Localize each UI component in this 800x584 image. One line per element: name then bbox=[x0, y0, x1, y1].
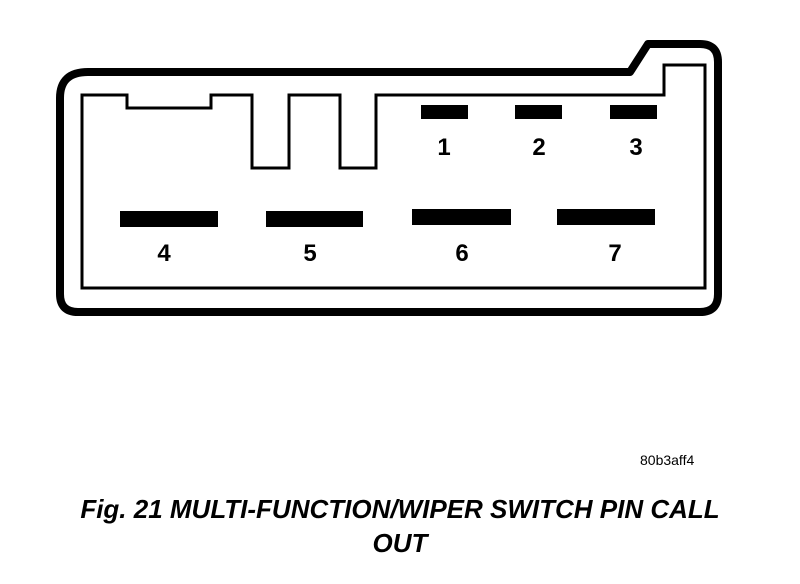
connector-diagram: 1 2 3 4 5 6 7 bbox=[56, 40, 722, 316]
pin-4-label: 4 bbox=[157, 240, 171, 267]
pin-3-terminal bbox=[610, 105, 657, 119]
figure-caption: Fig. 21 MULTI-FUNCTION/WIPER SWITCH PIN … bbox=[20, 492, 780, 560]
pin-3-label: 3 bbox=[629, 134, 642, 161]
pin-2-terminal bbox=[515, 105, 562, 119]
pin-6-terminal bbox=[412, 209, 511, 225]
figure-caption-line-1: Fig. 21 MULTI-FUNCTION/WIPER SWITCH PIN … bbox=[80, 494, 720, 524]
pin-2-label: 2 bbox=[532, 134, 545, 161]
pin-1-label: 1 bbox=[437, 134, 450, 161]
pin-1-terminal bbox=[421, 105, 468, 119]
pin-4-terminal bbox=[120, 211, 218, 227]
pin-5-terminal bbox=[266, 211, 363, 227]
pin-7-label: 7 bbox=[608, 240, 621, 267]
figure-caption-line-2: OUT bbox=[372, 528, 428, 558]
connector-face-outline bbox=[80, 63, 707, 290]
pin-5-label: 5 bbox=[303, 240, 316, 267]
connector-housing-outline bbox=[56, 40, 722, 316]
pin-6-label: 6 bbox=[455, 240, 468, 267]
figure-reference-code: 80b3aff4 bbox=[640, 452, 695, 468]
pin-7-terminal bbox=[557, 209, 655, 225]
